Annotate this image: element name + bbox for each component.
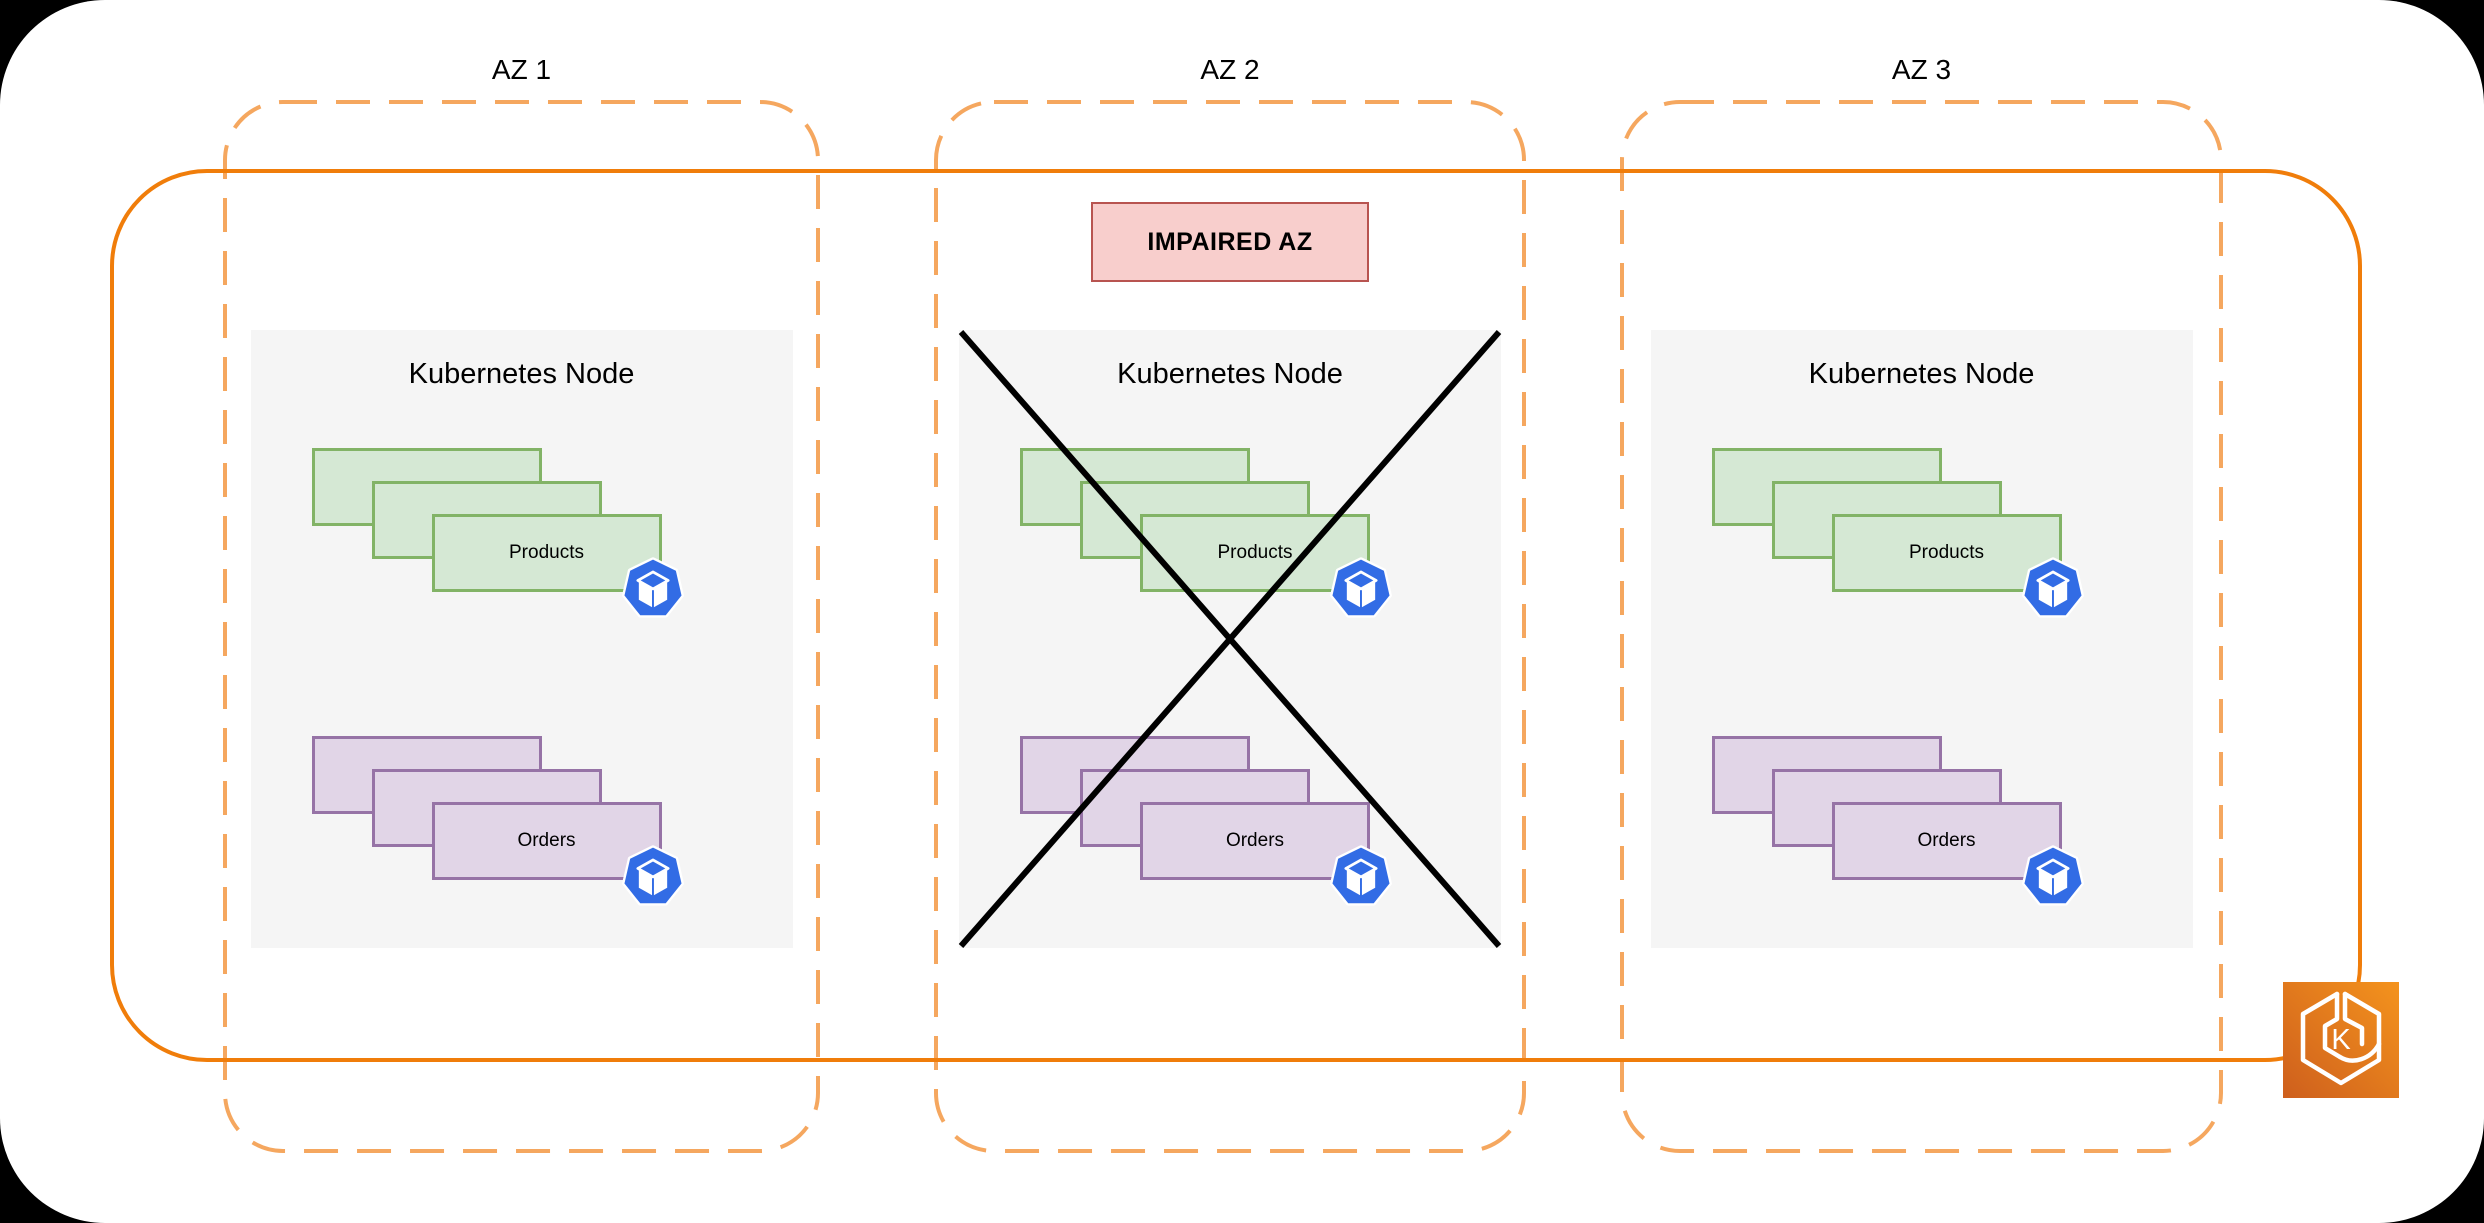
kubernetes-pod-icon (1330, 845, 1392, 906)
orders-pod: Orders (431, 802, 662, 880)
orders-pod-stack: Orders (1020, 736, 1440, 966)
az-2-dashed-boundary (934, 100, 1526, 1153)
kubernetes-node-az3: Kubernetes Node Products (1650, 330, 2193, 948)
products-pod-stack: Products (1711, 448, 2132, 678)
kubernetes-pod-icon (2021, 557, 2084, 618)
az-3-label: AZ 3 (1891, 54, 1952, 85)
impaired-az-badge: IMPAIRED AZ (1091, 202, 1369, 282)
orders-pod-stack: Orders (311, 736, 732, 966)
orders-pod-label: Orders (517, 830, 576, 851)
kubernetes-pod-icon (621, 557, 684, 618)
az-1-label: AZ 1 (491, 54, 552, 85)
az-3: AZ 3 Kubernetes Node Products (1622, 54, 2221, 1151)
orders-pod: Orders (1831, 802, 2062, 880)
products-pod: Products (1831, 514, 2062, 592)
products-pod-stack: Products (311, 448, 732, 678)
impaired-node-cross-icon (958, 330, 1502, 948)
az-1: AZ 1 Kubernetes Node Products (225, 54, 818, 1151)
orders-pod-stack: Orders (1711, 736, 2132, 966)
az-3-dashed-boundary (1620, 100, 2223, 1153)
kubernetes-pod-icon (1330, 557, 1392, 618)
orders-pod-label: Orders (1917, 830, 1976, 851)
kubernetes-pod-icon (2021, 845, 2084, 906)
products-pod-label: Products (1909, 542, 1984, 563)
orders-pod: Orders (1140, 802, 1370, 880)
kubernetes-node-az1: Kubernetes Node Products (250, 330, 793, 948)
node-title: Kubernetes Node (408, 358, 635, 390)
az-2: AZ 2 IMPAIRED AZ Kubernetes Node Product… (936, 54, 1524, 1151)
eks-cluster-boundary (110, 169, 2362, 1062)
products-pod-label: Products (1217, 542, 1293, 563)
impaired-az-badge-label: IMPAIRED AZ (1147, 227, 1313, 256)
eks-hexagon-glyph (2300, 991, 2382, 1086)
node-title: Kubernetes Node (1117, 358, 1343, 390)
kubernetes-pod-icon (621, 845, 684, 906)
eks-icon-letter: K (2331, 1024, 2351, 1056)
node-title: Kubernetes Node (1808, 358, 2035, 390)
products-pod-label: Products (509, 542, 584, 563)
products-pod: Products (431, 514, 662, 592)
eks-cluster-icon: K (2283, 982, 2399, 1098)
orders-pod-label: Orders (1225, 830, 1285, 851)
az-2-label: AZ 2 (1200, 54, 1260, 85)
az-1-dashed-boundary (223, 100, 820, 1153)
